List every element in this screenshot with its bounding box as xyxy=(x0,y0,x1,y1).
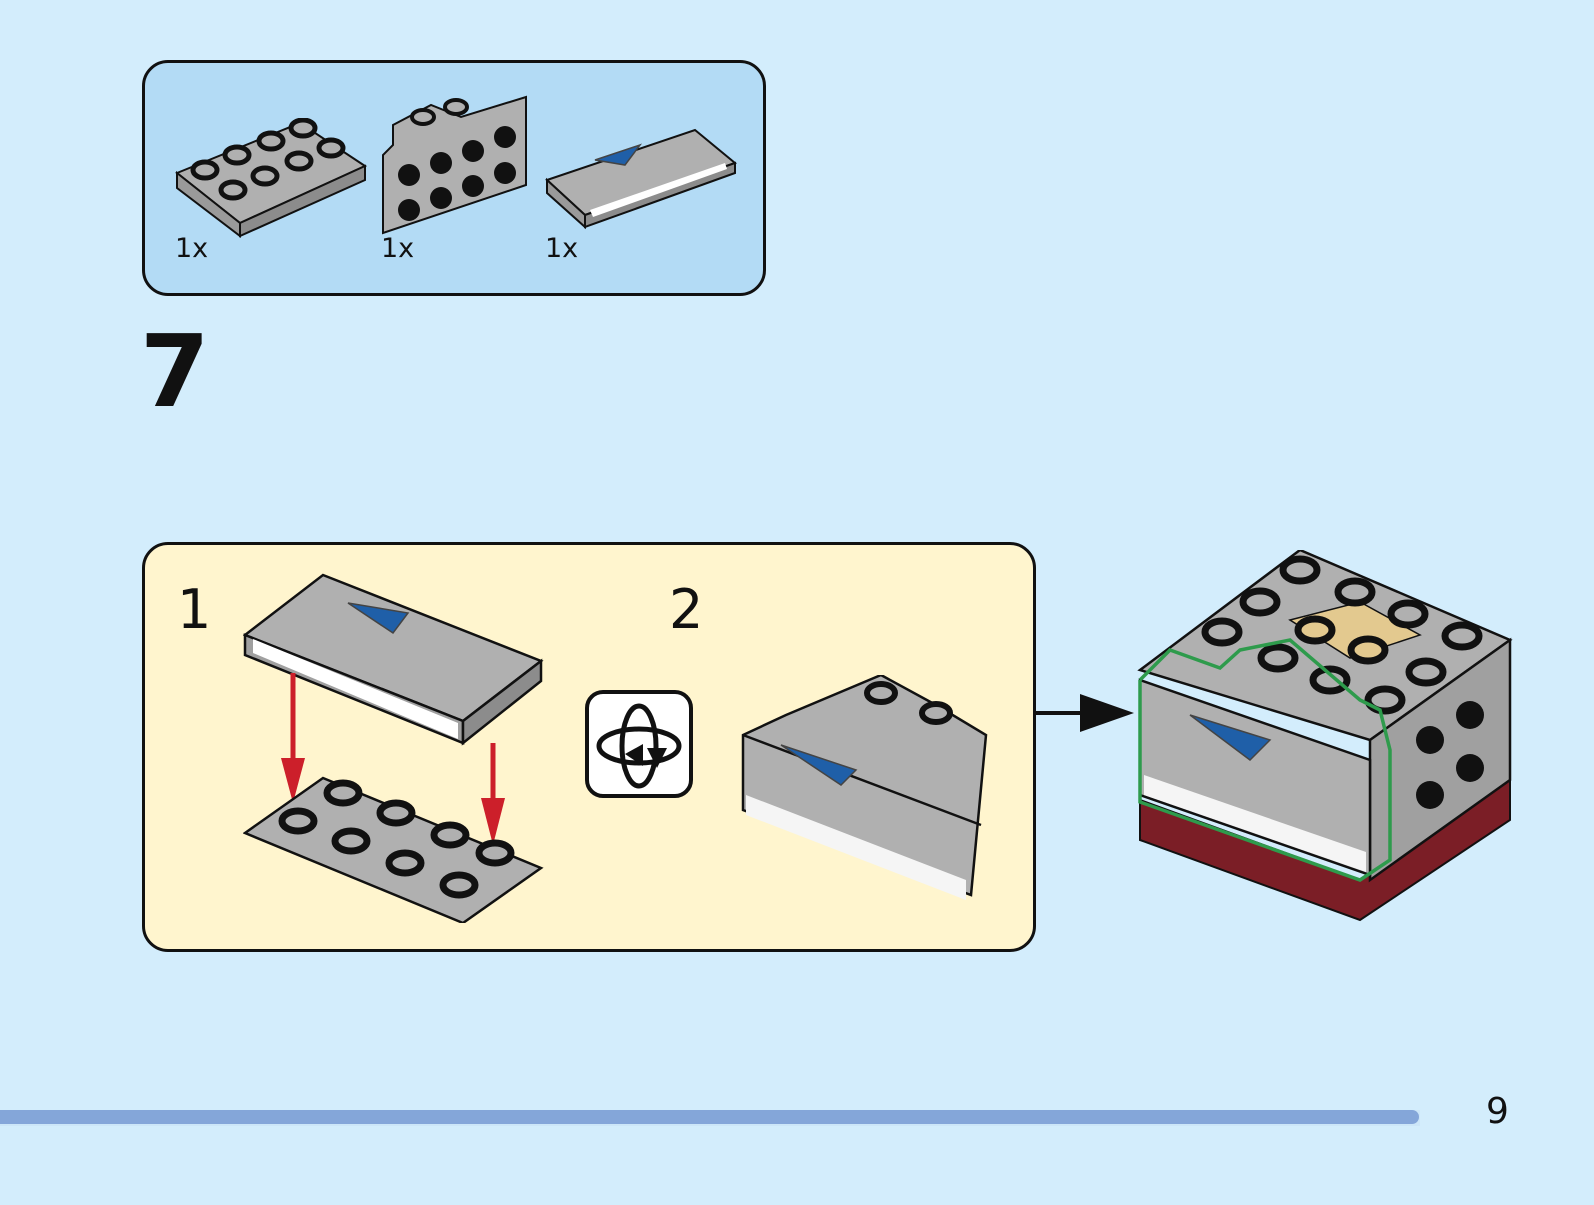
part-quantity: 1x xyxy=(381,233,415,264)
part-printed-tile xyxy=(545,128,738,230)
part-quantity: 1x xyxy=(175,233,209,264)
rotate-model-icon xyxy=(585,690,693,798)
highlight-outline xyxy=(1138,638,1392,882)
substep-2-illustration xyxy=(741,675,988,900)
page-number: 9 xyxy=(1486,1091,1509,1132)
parts-list-box: 1x 1x 1x xyxy=(142,60,766,296)
substep-number: 1 xyxy=(177,578,212,641)
part-bracket xyxy=(382,95,527,235)
assembled-model-illustration xyxy=(1137,550,1513,922)
red-arrow-icon xyxy=(281,673,505,845)
part-plate-2x4 xyxy=(175,118,368,238)
substep-number: 2 xyxy=(669,578,704,641)
step-number: 7 xyxy=(140,313,210,430)
substep-1-illustration xyxy=(243,573,544,923)
progress-bar xyxy=(0,1110,1419,1124)
part-quantity: 1x xyxy=(545,233,579,264)
subassembly-box: 1 2 xyxy=(142,542,1036,952)
callout-arrow-icon xyxy=(1036,694,1134,732)
